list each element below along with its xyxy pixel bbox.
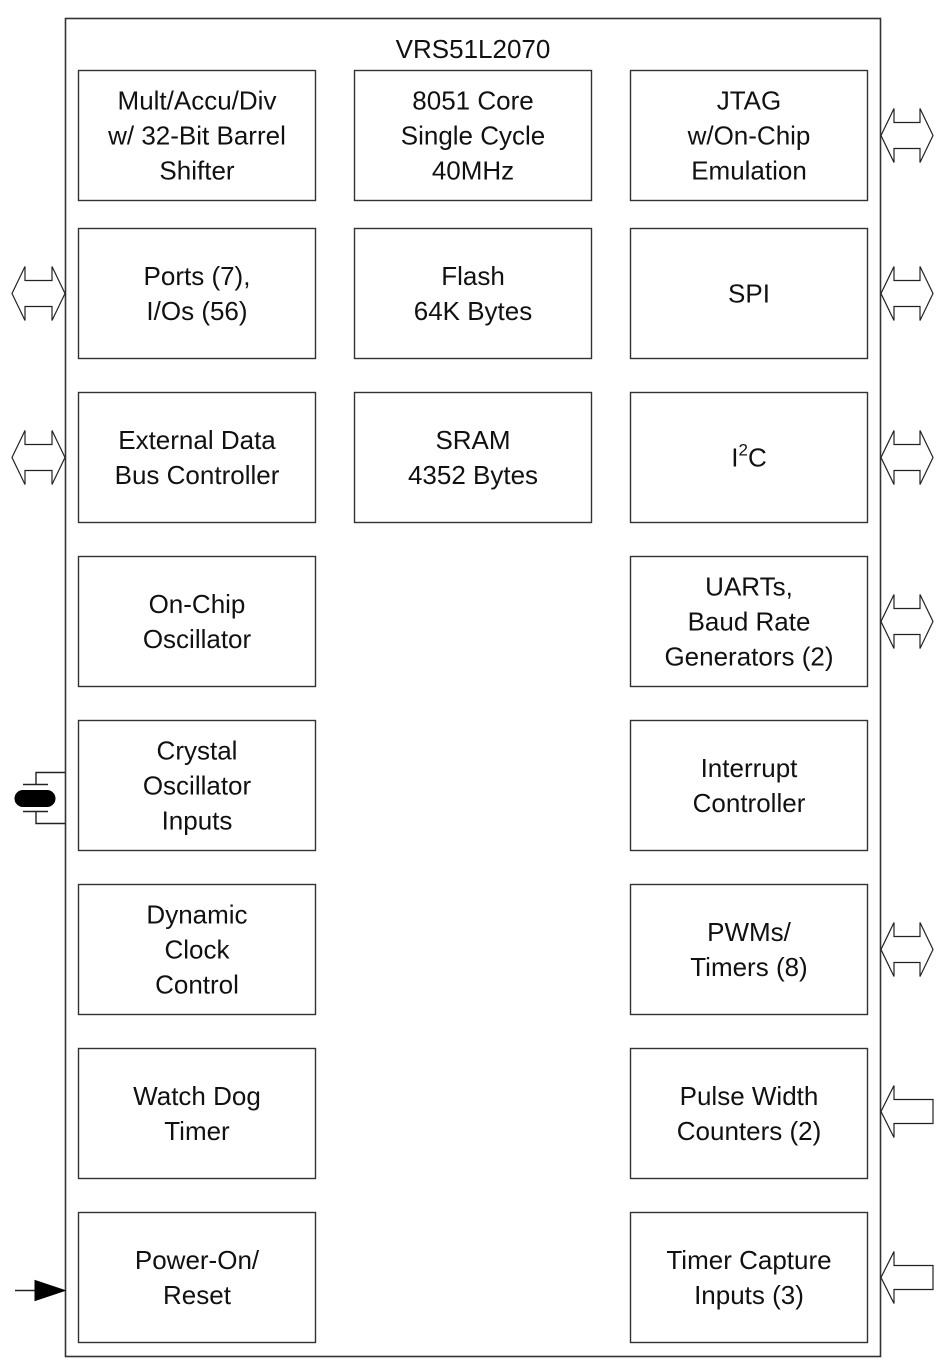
block-label-line: SRAM	[435, 425, 510, 455]
block-label-line: Timer	[164, 1116, 230, 1146]
block-label-line: PWMs/	[707, 917, 792, 947]
bidirectional-arrow-icon	[880, 594, 934, 649]
block-label-line: Dynamic	[146, 900, 247, 930]
block-label-line: Oscillator	[143, 624, 252, 654]
crystal-icon	[14, 771, 65, 825]
block-label-line: w/On-Chip	[687, 121, 811, 151]
block-label-line: 40MHz	[432, 156, 514, 186]
reset-input-arrow-icon	[15, 1279, 67, 1302]
block-label-line: Baud Rate	[688, 607, 811, 637]
block-label-line: 4352 Bytes	[408, 460, 538, 490]
block-box	[77, 883, 317, 1016]
chip-title: VRS51L2070	[396, 34, 551, 64]
block-label-line: 64K Bytes	[414, 296, 533, 326]
block-box	[353, 391, 593, 524]
block-label: I2C	[731, 441, 766, 473]
block-box	[77, 1047, 317, 1180]
block-label-line: Clock	[164, 935, 230, 965]
block-label-line: Bus Controller	[115, 460, 280, 490]
block-label-line: Generators (2)	[664, 642, 833, 672]
block-label-line: SPI	[728, 279, 770, 309]
block-box	[77, 1211, 317, 1344]
bidirectional-arrow-icon	[880, 108, 934, 163]
block-label-line: Reset	[163, 1280, 232, 1310]
block-box	[77, 555, 317, 688]
block-box	[77, 391, 317, 524]
block-spi: SPI	[629, 227, 869, 360]
block-label-line: w/ 32-Bit Barrel	[107, 121, 286, 151]
block-box	[629, 883, 869, 1016]
block-box	[353, 69, 593, 202]
block-label-line: Timer Capture	[666, 1245, 831, 1275]
block-box	[77, 227, 317, 360]
bidirectional-arrow-icon	[880, 922, 934, 977]
block-ports: Ports (7), I/Os (56)	[77, 227, 317, 360]
block-box	[629, 69, 869, 202]
block-label-line: On-Chip	[149, 589, 246, 619]
block-label-line: External Data	[118, 425, 276, 455]
input-arrow-icon	[880, 1251, 934, 1304]
bidirectional-arrow-icon	[11, 430, 66, 485]
block-label-line: Mult/Accu/Div	[118, 86, 277, 116]
block-label-line: Watch Dog	[133, 1081, 261, 1111]
block-label-line: Crystal	[157, 736, 238, 766]
block-label-line: Single Cycle	[401, 121, 546, 151]
block-label-line: Power-On/	[135, 1245, 260, 1275]
block-box	[629, 1047, 869, 1180]
block-sram: SRAM 4352 Bytes	[353, 391, 593, 524]
block-box	[629, 227, 869, 360]
block-label-line: JTAG	[717, 86, 782, 116]
block-label-line: I/Os (56)	[146, 296, 247, 326]
block-label-line: Controller	[693, 788, 806, 818]
block-label-line: UARTs,	[705, 572, 793, 602]
block-label-line: Inputs (3)	[694, 1280, 804, 1310]
block-label-line: Shifter	[159, 156, 234, 186]
block-label-line: Flash	[441, 261, 505, 291]
block-flash: Flash 64K Bytes	[353, 227, 593, 360]
block-label-line: Inputs	[162, 806, 233, 836]
block-box	[77, 69, 317, 202]
block-box	[629, 1211, 869, 1344]
block-power-on-reset: Power-On/Reset	[77, 1211, 317, 1344]
block-label-line: Ports (7),	[144, 261, 251, 291]
input-arrow-icon	[880, 1085, 934, 1138]
block-box	[353, 227, 593, 360]
block-label-line: Control	[155, 970, 239, 1000]
block-label-line: Pulse Width	[680, 1081, 819, 1111]
block-label-line: Emulation	[691, 156, 807, 186]
block-box	[629, 555, 869, 688]
block-box	[629, 719, 869, 852]
block-pwm: PWMs/Timers (8)	[629, 883, 869, 1016]
bidirectional-arrow-icon	[880, 266, 934, 321]
block-label-line: Oscillator	[143, 771, 252, 801]
block-box	[629, 391, 869, 524]
bidirectional-arrow-icon	[880, 430, 934, 485]
block-label-line: Interrupt	[701, 753, 799, 783]
block-label-line: Counters (2)	[677, 1116, 822, 1146]
block-label-line: 8051 Core	[412, 86, 533, 116]
block-box	[77, 719, 317, 852]
bidirectional-arrow-icon	[11, 266, 66, 321]
block-i2c: I2C	[629, 391, 869, 524]
block-label-line: Timers (8)	[690, 952, 807, 982]
